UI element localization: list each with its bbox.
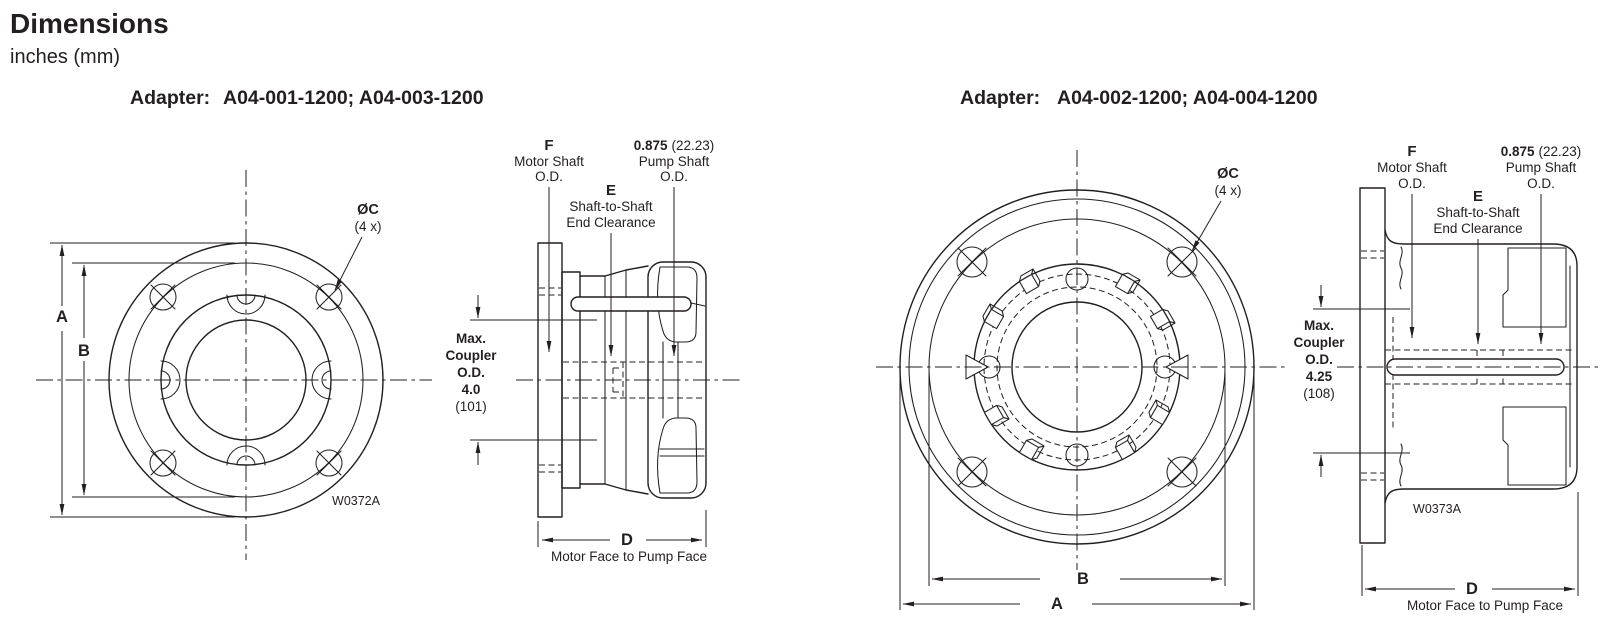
bolt-dia-label: ØC (1217, 166, 1239, 182)
bolt-hole (956, 456, 988, 488)
left-adapter-diagram: Adapter: A04-001-1200; A04-003-1200 (36, 87, 742, 564)
bolt-hole-callout: ØC (4 x) (1191, 166, 1242, 252)
bolt-holes (149, 283, 343, 477)
svg-text:End Clearance: End Clearance (1433, 221, 1522, 236)
dim-a-label: A (56, 308, 68, 326)
svg-text:O.D.: O.D. (457, 365, 485, 380)
bolt-hole (315, 449, 343, 477)
svg-text:Max.: Max. (1304, 318, 1334, 333)
pump-shaft-callout: 0.875(22.23) Pump Shaft O.D. (634, 138, 715, 357)
left-side-view: Max. Coupler O.D. 4.0 (101) F Motor Shaf… (445, 137, 742, 564)
leader-line (1191, 200, 1222, 252)
max-coupler-value: 4.25 (1306, 369, 1333, 384)
svg-text:O.D.: O.D. (1398, 176, 1426, 191)
svg-text:Motor Shaft: Motor Shaft (514, 154, 584, 169)
bolt-hole (956, 246, 988, 278)
lower-pocket (1502, 406, 1567, 486)
svg-text:Pump Shaft: Pump Shaft (639, 154, 710, 169)
dimension-b: B (928, 372, 1226, 588)
leader-line (334, 236, 363, 291)
svg-text:F: F (544, 137, 553, 154)
svg-text:Coupler: Coupler (1293, 335, 1345, 350)
upper-pocket (1502, 247, 1567, 328)
units-note: inches (mm) (10, 46, 120, 68)
page-header: Dimensions inches (mm) (10, 8, 169, 68)
left-adapter-title: Adapter: A04-001-1200; A04-003-1200 (130, 87, 484, 109)
dim-d-label: D (621, 531, 633, 549)
svg-text:0.875(22.23): 0.875(22.23) (1501, 144, 1582, 159)
svg-text:0.875(22.23): 0.875(22.23) (634, 138, 715, 153)
svg-text:E: E (606, 182, 616, 199)
end-clearance-callout: E Shaft-to-Shaft End Clearance (566, 182, 656, 357)
motor-shaft-callout: F Motor Shaft O.D. (514, 137, 584, 353)
svg-text:F: F (1407, 143, 1416, 160)
svg-text:Pump Shaft: Pump Shaft (1506, 160, 1577, 175)
bolt-hole-callout: ØC (4 x) (334, 202, 382, 291)
bolt-hole (1166, 246, 1198, 278)
body-top-edge (579, 265, 649, 277)
dimension-b: B (72, 262, 235, 498)
max-coupler-mm: (108) (1303, 386, 1335, 401)
dimension-a: A (50, 242, 235, 518)
dim-b-label: B (1077, 570, 1089, 588)
shaft (1386, 358, 1565, 376)
pump-shaft-callout: 0.875(22.23) Pump Shaft O.D. (1501, 144, 1582, 345)
upper-pocket (657, 266, 698, 343)
left-front-view: A B ØC (4 x) W0372A (36, 170, 432, 560)
right-adapter-title: Adapter: A04-002-1200; A04-004-1200 (960, 87, 1318, 109)
max-coupler-dimension: Max. Coupler O.D. 4.0 (101) (445, 295, 597, 465)
dim-b-label: B (78, 342, 90, 360)
hidden-lines (1361, 250, 1575, 481)
svg-text:Max.: Max. (456, 331, 486, 346)
svg-text:O.D.: O.D. (1305, 352, 1333, 367)
break-line-top (1399, 246, 1403, 290)
bolt-hole (1166, 456, 1198, 488)
svg-text:O.D.: O.D. (660, 169, 688, 184)
motor-flange-plate (1359, 187, 1386, 544)
svg-text:E: E (1473, 188, 1483, 205)
svg-text:End Clearance: End Clearance (566, 215, 655, 230)
right-front-view: B A ØC (4 x) (876, 150, 1288, 613)
drawing-number: W0373A (1413, 502, 1462, 516)
bolt-dia-label: ØC (357, 202, 379, 218)
dimension-a: A (899, 372, 1255, 613)
right-adapter-diagram: Adapter: A04-002-1200; A04-004-1200 (876, 87, 1598, 613)
bolt-hole (315, 283, 343, 311)
keyway-slot (570, 296, 692, 312)
svg-text:O.D.: O.D. (535, 169, 563, 184)
max-coupler-value: 4.0 (462, 382, 481, 397)
dim-d-caption: Motor Face to Pump Face (1407, 598, 1563, 613)
bolt-count-label: (4 x) (355, 219, 382, 234)
svg-text:Shaft-to-Shaft: Shaft-to-Shaft (1436, 205, 1520, 220)
max-coupler-dimension: Max. Coupler O.D. 4.25 (108) (1293, 285, 1410, 477)
bolt-hole (149, 283, 177, 311)
bolt-hole (149, 449, 177, 477)
bolt-holes (956, 246, 1198, 488)
coupling-lugs (982, 268, 1176, 461)
dimension-d: D Motor Face to Pump Face (1361, 492, 1579, 613)
bolt-count-label: (4 x) (1215, 183, 1242, 198)
right-side-view: Max. Coupler O.D. 4.25 (108) F Motor Sha… (1293, 143, 1598, 613)
dim-d-caption: Motor Face to Pump Face (551, 549, 707, 564)
motor-shaft-callout: F Motor Shaft O.D. (1377, 143, 1447, 339)
dim-d-label: D (1466, 580, 1478, 598)
break-line-bottom (1399, 443, 1403, 487)
dimension-d: D Motor Face to Pump Face (537, 510, 707, 564)
dim-a-label: A (1051, 595, 1063, 613)
lower-pocket (657, 417, 698, 494)
body-bottom-edge (579, 483, 649, 495)
page-title: Dimensions (10, 8, 169, 39)
svg-text:O.D.: O.D. (1527, 176, 1555, 191)
drawing-number: W0372A (332, 494, 381, 508)
end-clearance-callout: E Shaft-to-Shaft End Clearance (1433, 188, 1523, 345)
svg-text:Motor Shaft: Motor Shaft (1377, 160, 1447, 175)
max-coupler-mm: (101) (455, 399, 487, 414)
svg-text:Shaft-to-Shaft: Shaft-to-Shaft (569, 199, 653, 214)
svg-text:Coupler: Coupler (445, 348, 497, 363)
